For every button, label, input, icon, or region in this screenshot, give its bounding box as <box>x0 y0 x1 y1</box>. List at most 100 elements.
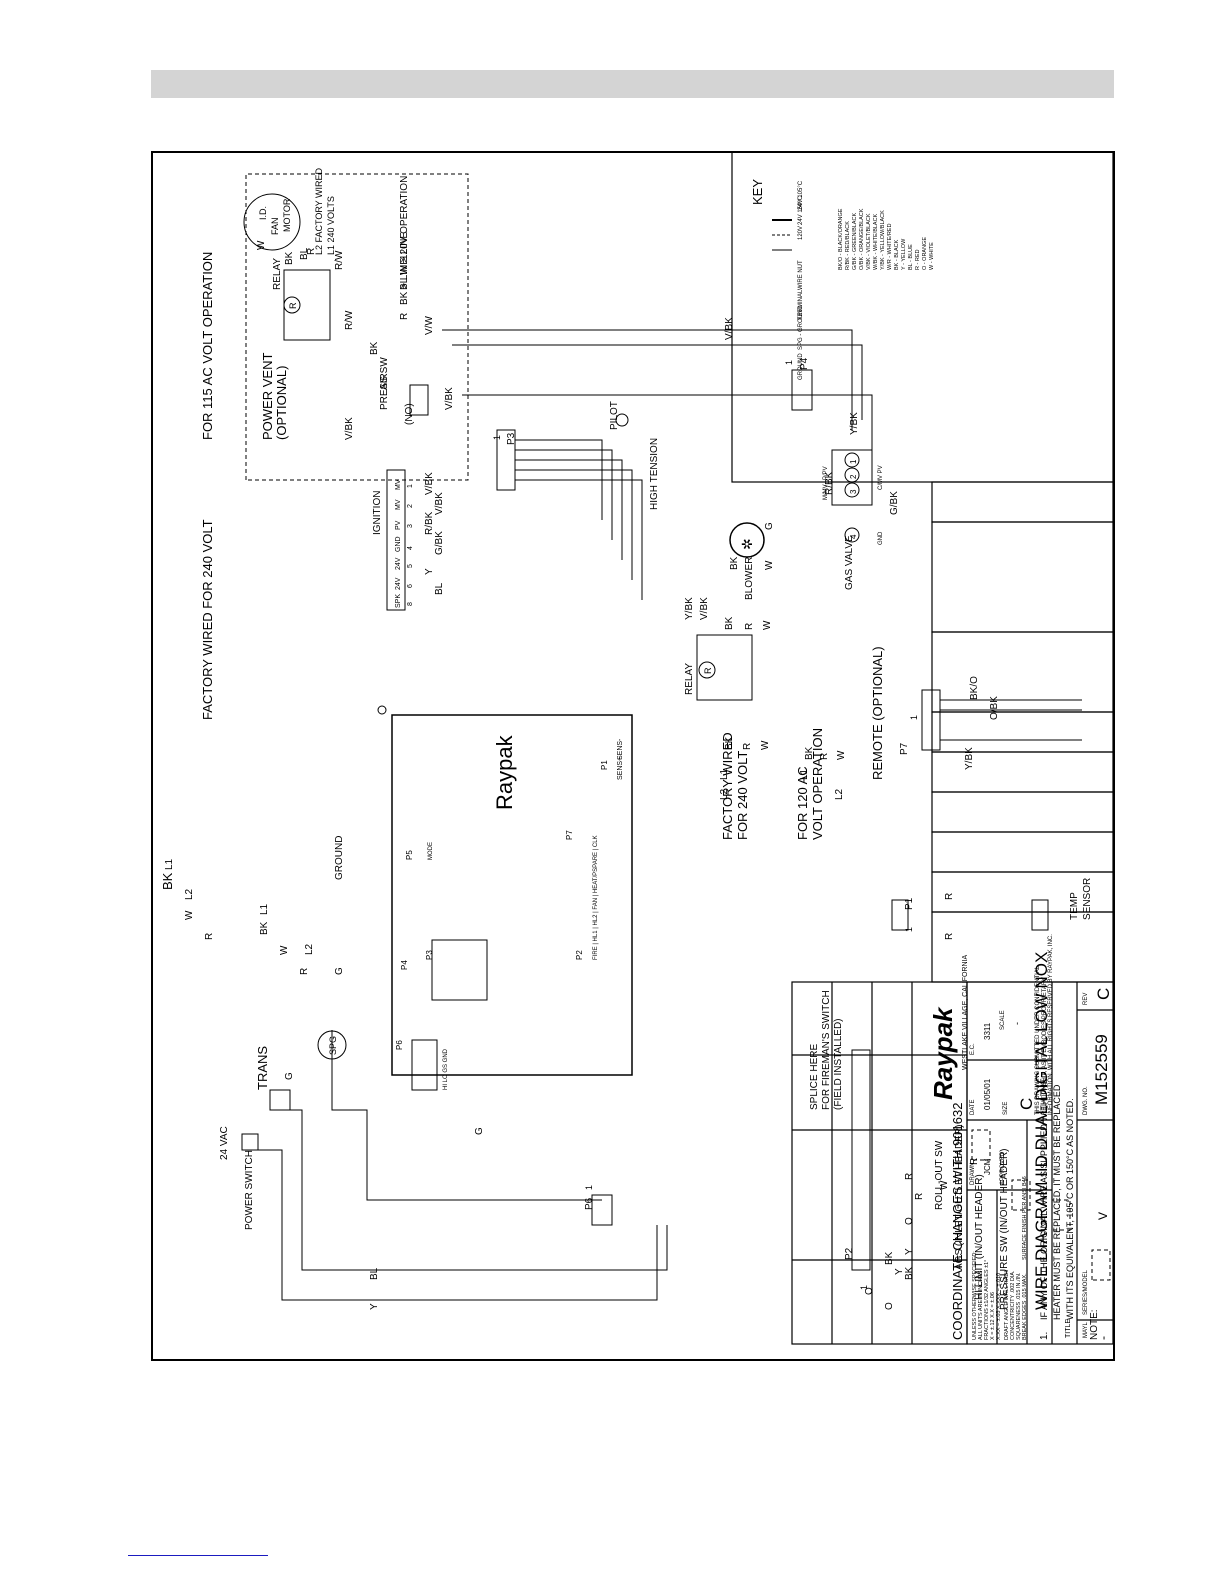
svg-text:Y/BK: Y/BK <box>849 412 860 435</box>
svg-text:MODE: MODE <box>428 842 434 860</box>
svg-text:FRACTIONS ±1/32 ANGLES ±1°: FRACTIONS ±1/32 ANGLES ±1° <box>984 1260 990 1340</box>
svg-text:1: 1 <box>904 927 914 932</box>
svg-text:BLOWER: BLOWER <box>744 557 755 600</box>
svg-text:R/BK: R/BK <box>424 511 435 535</box>
revision: C <box>1094 988 1113 1000</box>
svg-text:G: G <box>764 522 775 530</box>
svg-text:BK: BK <box>724 616 735 630</box>
svg-text:1: 1 <box>492 435 502 440</box>
svg-text:SURFACE FINISH PER ANSI B46: SURFACE FINISH PER ANSI B46 <box>1022 1176 1028 1260</box>
svg-text:GAS VALVE: GAS VALVE <box>844 535 855 590</box>
drawn-date: 01/05/01 <box>983 1078 992 1110</box>
svg-text:24V 105°C: 24V 105°C <box>798 180 804 210</box>
svg-text:4: 4 <box>849 534 858 539</box>
svg-text:IF ANY OF THE ORIGINAL WIRE AS: IF ANY OF THE ORIGINAL WIRE AS SUPPLIED … <box>1039 1078 1049 1320</box>
control-board: Raypak P5 P1 P7 P2 P4 P3 P6 SENS+ SENS- … <box>377 705 633 1091</box>
svg-text:W: W <box>279 945 290 955</box>
svg-text:HIGH TENSION: HIGH TENSION <box>649 438 660 510</box>
svg-text:R: R <box>944 933 955 940</box>
svg-text:GROUND: GROUND <box>334 836 345 880</box>
svg-text:R/W: R/W <box>334 250 345 270</box>
svg-text:INFORMATION. WITH ALL RIGHTS R: INFORMATION. WITH ALL RIGHTS RESERVED BY… <box>1048 934 1054 1115</box>
svg-text:SPK: SPK <box>395 594 402 608</box>
svg-text:G/BK - GREEN/BLACK: G/BK - GREEN/BLACK <box>852 213 858 270</box>
svg-text:W: W <box>760 740 771 750</box>
size-label: SIZE <box>1003 1102 1009 1115</box>
svg-text:SENS-: SENS- <box>617 738 624 760</box>
svg-text:R: R <box>819 753 830 760</box>
svg-text:RELATIONSHIP, AS IT EMBODIES P: RELATIONSHIP, AS IT EMBODIES PROPRIETARY <box>1042 977 1048 1115</box>
svg-text:HEATER MUST BE REPLACED, IT MU: HEATER MUST BE REPLACED, IT MUST BE REPL… <box>1052 1084 1062 1320</box>
svg-text:Y: Y <box>369 1303 380 1310</box>
coordinate-changes: COORDINATE CHANGES WITH 901632 <box>950 1103 965 1340</box>
series-value: V <box>1096 1212 1110 1220</box>
title-block <box>731 151 1114 1345</box>
svg-text:R: R <box>914 1193 925 1200</box>
svg-text:BK: BK <box>160 872 175 890</box>
svg-text:W > LINE: W > LINE <box>399 232 410 275</box>
svg-text:BK: BK <box>904 1266 915 1280</box>
svg-text:L1: L1 <box>164 858 175 870</box>
svg-text:R: R <box>969 1158 980 1165</box>
power-vent-box: POWER VENT (OPTIONAL) RELAY R L2 FACTORY… <box>243 167 469 481</box>
svg-text:R: R <box>703 667 713 674</box>
svg-text:I.D.: I.D. <box>258 206 268 220</box>
svg-text:(OPTIONAL): (OPTIONAL) <box>274 366 289 440</box>
svg-text:1: 1 <box>909 715 919 720</box>
svg-text:P6: P6 <box>584 1197 595 1210</box>
svg-text:L2: L2 <box>719 788 730 800</box>
key-legend: KEY 24V 105°C 24V 150°C 120V WIRE NUT TE… <box>750 179 935 380</box>
svg-text:FAN: FAN <box>270 217 280 235</box>
svg-text:W: W <box>256 240 267 250</box>
svg-text:G/BK: G/BK <box>889 491 900 515</box>
svg-text:W: W <box>836 750 847 760</box>
svg-text:IGNITION: IGNITION <box>372 491 383 535</box>
svg-text:P2: P2 <box>575 950 584 960</box>
svg-text:REMOTE (OPTIONAL): REMOTE (OPTIONAL) <box>870 646 885 780</box>
svg-text:P1: P1 <box>600 760 609 770</box>
svg-text:W: W <box>939 1180 950 1190</box>
svg-text:AIR: AIR <box>379 373 390 390</box>
svg-text:POWER VENT: POWER VENT <box>260 353 275 440</box>
svg-text:KEY: KEY <box>750 179 765 205</box>
vent-wires <box>442 329 873 460</box>
svg-text:1: 1 <box>407 484 414 488</box>
svg-text:6: 6 <box>407 584 414 588</box>
svg-text:P7: P7 <box>565 830 574 840</box>
svg-text:R: R <box>742 743 753 750</box>
svg-text:V/BK: V/BK <box>434 492 445 515</box>
left-power-section: FOR 115 AC VOLT OPERATION FACTORY WIRED … <box>160 252 668 1310</box>
svg-text:24 VAC: 24 VAC <box>219 1126 230 1160</box>
size-value: C <box>1017 1098 1036 1110</box>
svg-text:FACTORY WIRED: FACTORY WIRED <box>720 732 735 840</box>
svg-text:FOR 115 AC VOLT OPERATION: FOR 115 AC VOLT OPERATION <box>200 252 215 440</box>
svg-text:5: 5 <box>407 564 414 568</box>
svg-text:P6: P6 <box>395 1040 404 1050</box>
svg-text:O: O <box>884 1302 895 1310</box>
svg-text:O/BK - ORANGE/BLACK: O/BK - ORANGE/BLACK <box>859 208 865 270</box>
svg-text:R: R <box>944 893 955 900</box>
svg-text:O: O <box>864 1287 875 1295</box>
svg-text:1: 1 <box>784 360 794 365</box>
dwg-no-label: DWG. NO. <box>1083 1086 1089 1115</box>
ec-value: 3311 <box>983 1022 992 1040</box>
svg-text:BL: BL <box>434 582 445 595</box>
tolerances: UNLESS OTHERWISE SPECIFIED: ALL UNITS AR… <box>972 1176 1028 1340</box>
scale-value: - <box>1012 1022 1022 1025</box>
svg-text:GROUND: GROUND <box>798 353 804 380</box>
svg-text:BK: BK <box>884 1251 895 1265</box>
temp-sensor: P1 1 TEMP SENSOR R R <box>891 878 1093 940</box>
svg-text:P3: P3 <box>425 950 434 960</box>
svg-text:2: 2 <box>407 504 414 508</box>
rev-label: REV <box>1083 993 1089 1005</box>
svg-text:V/BK: V/BK <box>344 417 355 440</box>
svg-text:R: R <box>288 302 298 309</box>
svg-text:120V: 120V <box>798 226 804 240</box>
svg-text:V/BK: V/BK <box>444 387 455 410</box>
svg-text:L2: L2 <box>834 788 845 800</box>
svg-text:WITH ITS EQUIVALENT, 105°C OR: WITH ITS EQUIVALENT, 105°C OR 150°C AS N… <box>1065 1098 1075 1320</box>
svg-text:BK: BK <box>804 746 815 760</box>
svg-text:P/PV: P/PV <box>823 466 829 480</box>
svg-text:4: 4 <box>407 546 414 550</box>
svg-text:G: G <box>474 1127 485 1135</box>
